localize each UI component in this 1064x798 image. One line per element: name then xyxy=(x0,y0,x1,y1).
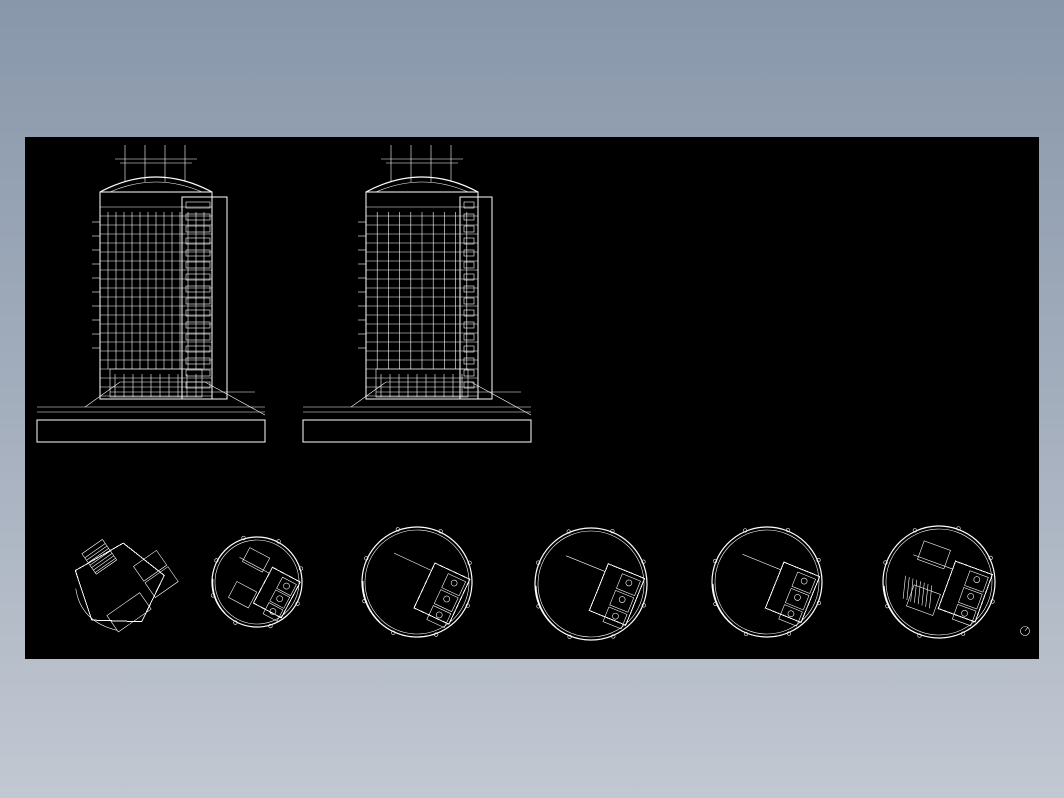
floor-plan-4 xyxy=(534,527,648,641)
floor-plan-2 xyxy=(210,535,304,629)
elevation-right xyxy=(302,145,532,443)
floor-plan-6 xyxy=(882,525,996,639)
floor-plan-5 xyxy=(711,526,823,638)
floor-plans xyxy=(74,525,996,641)
floor-plan-1 xyxy=(74,538,179,633)
floor-plan-3 xyxy=(361,526,473,638)
ucs-icon xyxy=(1020,626,1030,636)
elevation-left xyxy=(36,145,266,443)
cad-drawing xyxy=(36,145,1030,641)
drawing-canvas[interactable] xyxy=(25,137,1039,659)
